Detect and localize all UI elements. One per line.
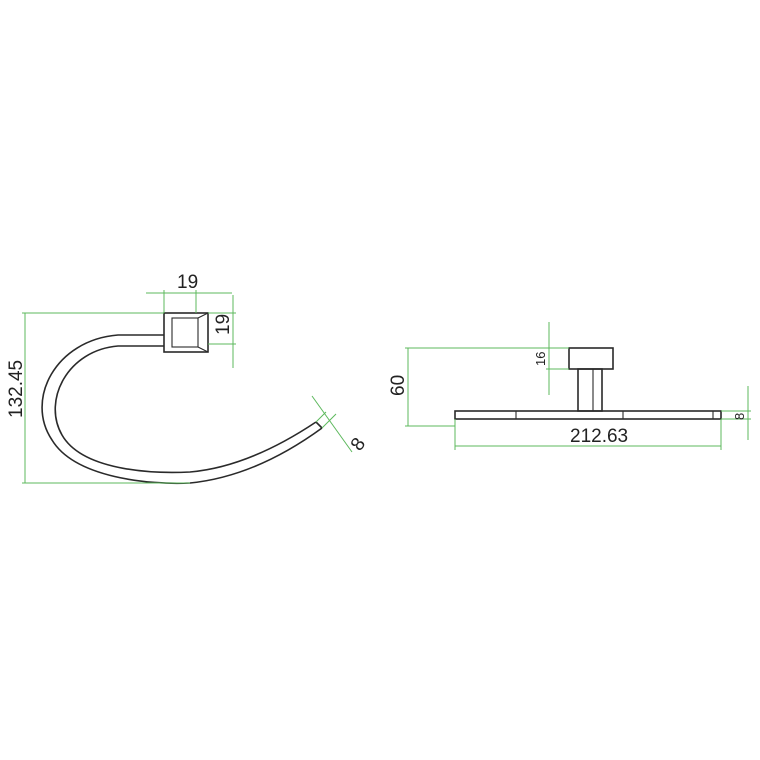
dim-overall-height-label: 132.45 (6, 360, 27, 418)
dim-ring-diameter: 8 (311, 395, 370, 455)
dim-overall-height: 132.45 (6, 312, 190, 484)
dim-mount-width-label: 19 (177, 272, 198, 293)
dim-overall-depth-label: 60 (388, 375, 409, 396)
dim-mount-width: 19 (146, 272, 232, 313)
dim-bar-diameter-label: 8 (732, 413, 747, 420)
front-view: 19 19 132.45 8 (6, 272, 370, 485)
dim-overall-depth: 60 (388, 347, 569, 427)
front-ring-arm (41, 334, 323, 485)
side-view: 60 16 212.63 8 (388, 322, 751, 450)
front-mount-block (163, 312, 209, 353)
dim-mount-thickness: 16 (533, 322, 569, 395)
side-mount (568, 347, 614, 412)
dim-bar-diameter: 8 (721, 386, 751, 440)
dim-mount-thickness-label: 16 (533, 352, 548, 366)
dim-mount-height: 19 (208, 295, 236, 368)
dim-ring-diameter-label: 8 (347, 434, 370, 455)
dim-overall-length: 212.63 (454, 419, 722, 450)
dim-overall-length-label: 212.63 (570, 426, 628, 447)
dim-mount-height-label: 19 (213, 314, 234, 335)
side-bar (454, 410, 722, 420)
